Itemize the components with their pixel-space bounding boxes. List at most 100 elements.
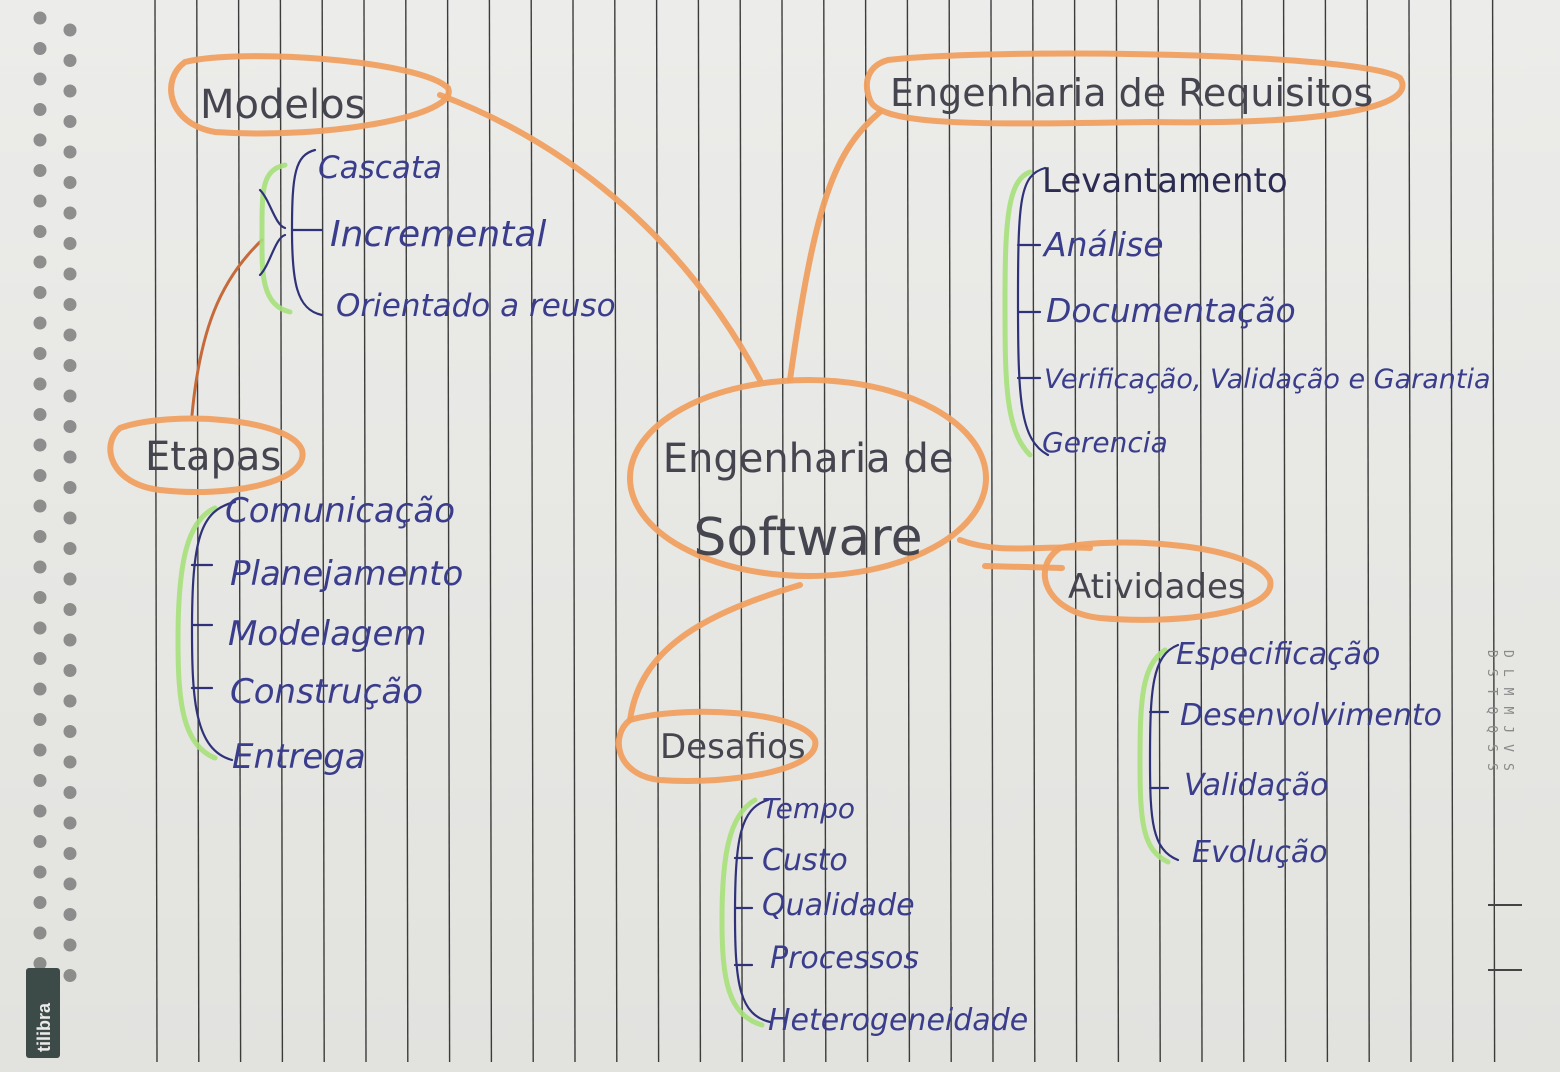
spiral-hole <box>33 377 47 391</box>
modelos-item-cascata: Cascata <box>318 150 442 186</box>
atividades-title: Atividades <box>1068 567 1246 607</box>
requisitos-item-gerencia: Gerencia <box>1042 426 1168 459</box>
ruled-line <box>405 0 409 1063</box>
ruled-line <box>739 0 743 1063</box>
spiral-hole <box>33 743 47 757</box>
spiral-hole <box>33 347 47 360</box>
spiral-hole <box>63 572 77 586</box>
ruled-line <box>1366 0 1370 1063</box>
etapas-item-construcao: Construção <box>230 672 423 712</box>
atividades-item-especificacao: Especificação <box>1176 637 1380 672</box>
atividades-item-evolucao: Evolução <box>1192 835 1328 870</box>
desafios-item-custo: Custo <box>762 843 848 878</box>
requisitos-item-verificacao: Verificação, Validação e Garantia <box>1044 364 1491 395</box>
spiral-hole <box>33 164 47 177</box>
spiral-hole <box>33 438 47 452</box>
spiral-hole <box>63 603 77 616</box>
spiral-hole <box>33 621 47 635</box>
ruled-line <box>781 0 785 1063</box>
ruled-line <box>1450 0 1454 1063</box>
spiral-hole <box>33 286 47 299</box>
ruled-line <box>697 0 702 1063</box>
spiral-hole <box>63 481 77 494</box>
spiral-hole <box>33 408 47 421</box>
spiral-holes <box>33 11 77 982</box>
spiral-hole <box>33 652 47 665</box>
spiral-hole <box>63 908 77 921</box>
spiral-hole <box>63 359 77 372</box>
ruled-line <box>530 0 534 1063</box>
spiral-hole <box>33 591 47 604</box>
spiral-hole <box>63 389 77 403</box>
margin-letters: DLMMJVS <box>1500 650 1515 782</box>
spiral-hole <box>63 664 77 677</box>
branch-requisitos <box>787 109 883 383</box>
spiral-hole <box>63 633 77 647</box>
desafios-item-qualidade: Qualidade <box>762 888 915 923</box>
spiral-hole <box>33 835 47 848</box>
ink-bracket-etapas <box>190 500 237 762</box>
spiral-hole <box>63 145 77 159</box>
bracket-atividades <box>1137 647 1171 865</box>
ellipse-modelos <box>168 53 452 137</box>
ruled-line <box>237 0 242 1063</box>
spiral-hole <box>33 530 47 543</box>
spiral-hole <box>63 267 77 281</box>
spiral-hole <box>33 103 47 116</box>
modelos-title: Modelos <box>200 82 365 128</box>
ellipse-desafios <box>615 708 819 784</box>
ruled-line <box>1157 0 1161 1063</box>
ruled-line <box>1199 0 1203 1063</box>
spiral-hole <box>63 176 77 189</box>
center-title-line1: Engenharia de <box>663 436 954 482</box>
ink-bracket-modelos <box>258 148 324 317</box>
spiral-hole <box>33 957 47 970</box>
ruled-line <box>488 0 493 1063</box>
ellipse-requisitos <box>863 50 1406 127</box>
ink-bracket-requisitos <box>1016 166 1050 457</box>
ink-bracket-atividades <box>1148 643 1180 862</box>
spiral-hole <box>33 133 47 147</box>
etapas-title: Etapas <box>145 434 281 480</box>
ruled-line <box>572 0 576 1063</box>
spiral-hole <box>63 694 77 708</box>
ruled-line <box>864 0 869 1063</box>
spiral-hole <box>63 298 77 311</box>
ruled-line <box>1115 0 1120 1063</box>
spiral-hole <box>63 84 77 98</box>
brand-logo-text: tilibra <box>34 1002 54 1052</box>
ruled-line <box>279 0 284 1063</box>
requisitos-item-documentacao: Documentação <box>1046 291 1296 330</box>
bracket-modelos <box>259 162 293 315</box>
desafios-item-heterogeneidade: Heterogeneidade <box>768 1003 1028 1038</box>
spiral-hole <box>63 450 77 464</box>
branch-etapas <box>190 238 264 417</box>
spiral-hole <box>33 316 47 330</box>
ruled-line <box>1073 0 1078 1063</box>
desafios-title: Desafios <box>660 727 806 767</box>
ruled-line <box>906 0 911 1063</box>
spiral-hole <box>33 682 47 696</box>
requisitos-title: Engenharia de Requisitos <box>890 71 1373 115</box>
ellipse-center <box>627 377 989 579</box>
desafios-item-tempo: Tempo <box>762 792 855 825</box>
requisitos-item-analise: Análise <box>1042 225 1164 264</box>
ruled-line <box>154 0 158 1063</box>
spiral-hole <box>63 328 77 342</box>
ruled-line <box>321 0 325 1063</box>
ruled-line <box>1408 0 1412 1063</box>
ruled-line <box>1282 0 1287 1063</box>
desafios-item-processos: Processos <box>770 941 919 976</box>
bracket-etapas <box>175 505 218 761</box>
ruled-line <box>446 0 451 1063</box>
spiral-hole <box>63 206 77 220</box>
spiral-hole <box>63 755 77 769</box>
bracket-desafios <box>719 797 765 1028</box>
requisitos-item-levantamento: Levantamento <box>1042 161 1288 201</box>
spiral-hole <box>63 115 77 128</box>
ruled-line <box>990 0 994 1063</box>
branch-modelos <box>437 92 763 383</box>
etapas-item-planejamento: Planejamento <box>230 554 463 594</box>
